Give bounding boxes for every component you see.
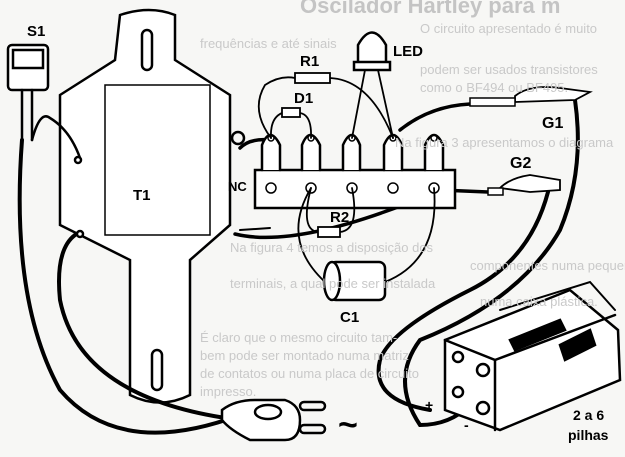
label-g2: G2 xyxy=(510,155,531,172)
bg-line: Na figura 4 temos a disposição dos xyxy=(230,240,434,255)
bg-line: componentes numa pequena barra de xyxy=(470,258,625,273)
label-c1: C1 xyxy=(340,309,359,326)
bg-line: terminais, a qual pode ser instalada xyxy=(230,276,436,291)
nc-lead xyxy=(239,227,271,231)
resistor-r1 xyxy=(294,72,331,84)
bg-line: É claro que o mesmo circuito tam- xyxy=(200,330,398,345)
bg-line: numa caixa plástica. xyxy=(480,294,598,309)
label-led: LED xyxy=(393,43,423,60)
transformer-t1 xyxy=(58,8,246,404)
bg-line: de contatos ou numa placa de circuito xyxy=(200,366,419,381)
clip-g1 xyxy=(469,86,593,107)
label-battery-unit: pilhas xyxy=(568,427,609,443)
bg-line: O circuito apresentado é muito xyxy=(420,21,598,36)
wire-mains-2 xyxy=(57,233,242,422)
bg-line: como o BF494 ou BF495. xyxy=(420,80,569,95)
mains-plug xyxy=(220,398,327,442)
clip-g2 xyxy=(487,174,561,196)
wire-g1 xyxy=(398,102,472,132)
label-battery-count: 2 a 6 xyxy=(573,407,604,423)
wire-battery-pos xyxy=(376,190,550,412)
wire-switch xyxy=(30,115,82,160)
label-s1: S1 xyxy=(27,23,45,40)
resistor-r2 xyxy=(317,226,341,238)
battery-holder xyxy=(443,280,622,432)
label-d1: D1 xyxy=(294,90,313,107)
diode-d1 xyxy=(281,107,301,118)
label-plus: + xyxy=(425,397,433,413)
label-r1: R1 xyxy=(300,53,319,70)
bg-line: frequências e até sinais xyxy=(200,36,337,51)
bg-line: bem pode ser montado numa matriz xyxy=(200,348,409,363)
bg-line: impresso. xyxy=(200,384,257,399)
led xyxy=(351,31,394,139)
capacitor-c1 xyxy=(322,260,387,302)
label-t1: T1 xyxy=(133,187,151,204)
switch-s1 xyxy=(6,43,50,142)
label-minus: - xyxy=(464,417,469,433)
label-nc: NC xyxy=(228,179,247,194)
bg-title: Oscilador Hartley para m xyxy=(300,0,561,18)
label-g1: G1 xyxy=(542,115,563,132)
wire-mains-1 xyxy=(17,138,242,435)
bg-line: Na figura 3 apresentamos o diagrama xyxy=(395,135,614,150)
wire-battery-neg xyxy=(403,98,580,428)
bg-line: podem ser usados transistores xyxy=(420,62,598,77)
label-r2: R2 xyxy=(330,209,349,226)
ac-symbol-icon: ~ xyxy=(338,406,358,444)
